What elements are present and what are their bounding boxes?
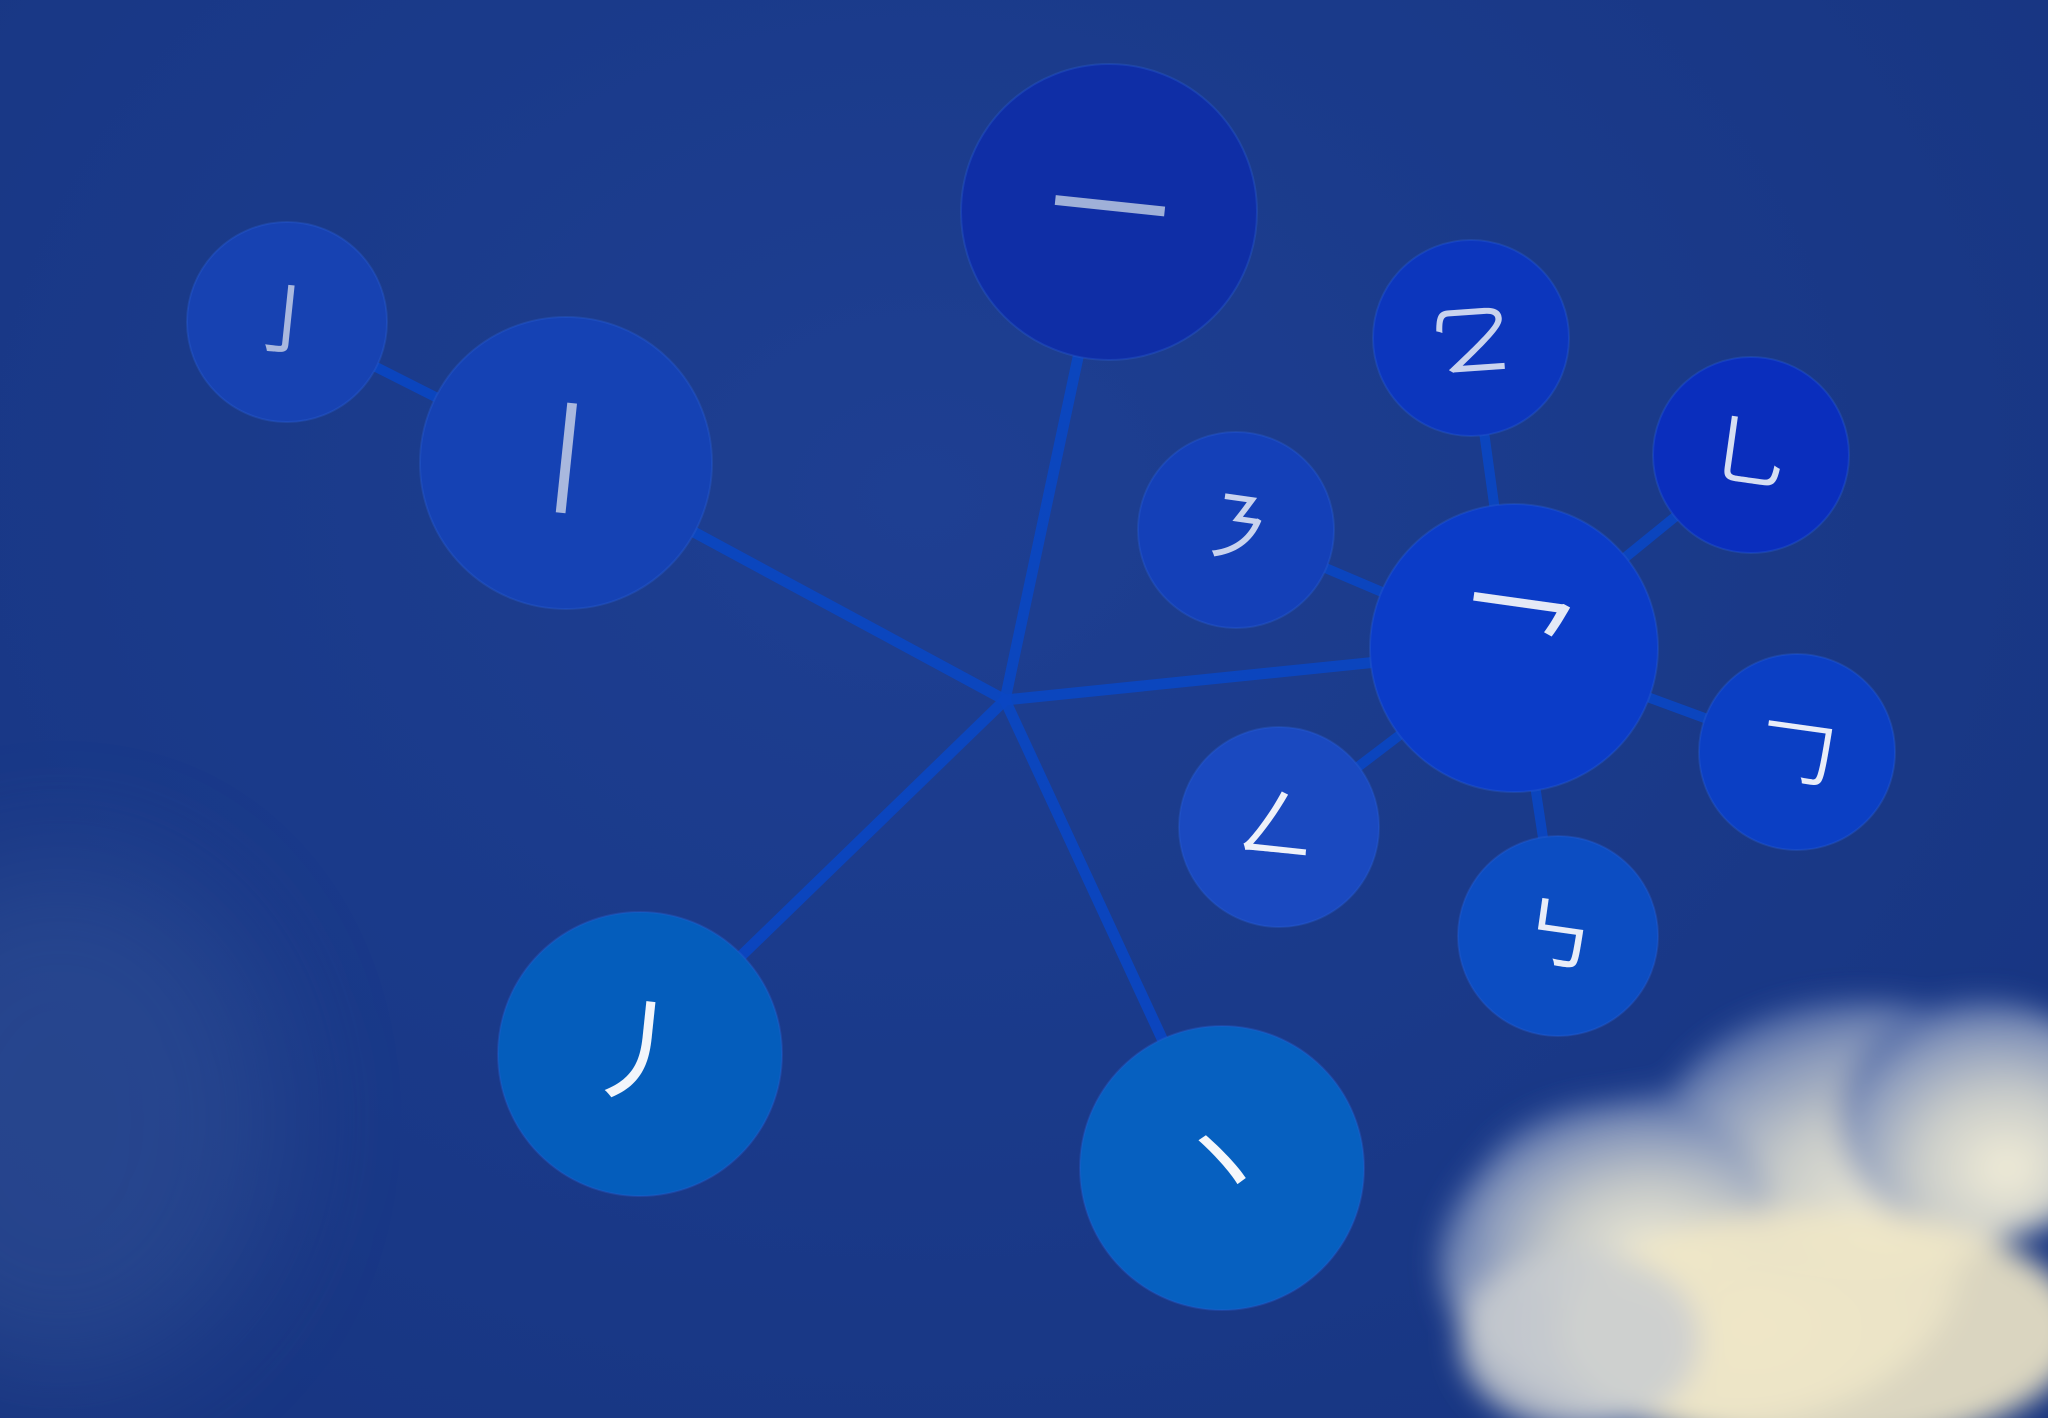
node-circle-heng-zhe-gou xyxy=(1698,653,1896,851)
node-circle-heng-zhe-zhe-pie xyxy=(1137,431,1335,629)
node-circle-zhe-wan-gou xyxy=(1372,239,1570,437)
node-circle-shu-gou xyxy=(186,221,388,423)
node-glyph-heng-zhe-zhe-pie: ㇋ xyxy=(1191,480,1281,580)
node-heng-zhe-gou: 𠃌 xyxy=(1698,653,1896,851)
node-glyph-zhe-wan-gou: 乙 xyxy=(1429,290,1513,385)
node-circle-shu-wan-gou xyxy=(1652,356,1850,554)
node-pie: 丿 xyxy=(497,911,783,1197)
node-circle-shu xyxy=(419,316,713,610)
node-heng-zhe-zhe-pie: ㇋ xyxy=(1137,431,1335,629)
node-glyph-heng-zhe-gou: 𠃌 xyxy=(1752,702,1842,802)
node-pie-zhe: 𠃋 xyxy=(1178,726,1380,928)
node-glyph-pie: 丿 xyxy=(578,984,703,1125)
haze-left xyxy=(0,860,280,1380)
node-glyph-shu: 丨 xyxy=(499,388,633,539)
node-dian: 丶 xyxy=(1079,1025,1365,1311)
node-circle-heng xyxy=(960,63,1258,361)
node-zhe: 乛 xyxy=(1369,503,1659,793)
node-shu-zhe-zhe-gou: ㇉ xyxy=(1457,835,1659,1037)
node-circle-pie xyxy=(497,911,783,1197)
node-zhe-wan-gou: 乙 xyxy=(1372,239,1570,437)
node-glyph-zhe: 乛 xyxy=(1447,573,1581,723)
node-shu: 丨 xyxy=(419,316,713,610)
node-glyph-heng: 一 xyxy=(1042,137,1176,288)
node-glyph-dian: 丶 xyxy=(1160,1098,1285,1239)
node-glyph-shu-wan-gou: 乚 xyxy=(1706,405,1796,505)
node-heng: 一 xyxy=(960,63,1258,361)
nodes-layer: 一丨 亅丿丶 乛 乙乚㇋ 𠃌 𠃋 ㇉ xyxy=(186,63,1896,1311)
node-glyph-shu-zhe-zhe-gou: ㇉ xyxy=(1512,884,1604,987)
node-circle-zhe xyxy=(1369,503,1659,793)
node-circle-dian xyxy=(1079,1025,1365,1311)
node-glyph-pie-zhe: 𠃋 xyxy=(1233,775,1325,878)
node-shu-wan-gou: 乚 xyxy=(1652,356,1850,554)
node-glyph-shu-gou: 亅 xyxy=(244,273,331,371)
node-circle-shu-zhe-zhe-gou xyxy=(1457,835,1659,1037)
cloud xyxy=(1440,1000,2048,1418)
node-circle-pie-zhe xyxy=(1178,726,1380,928)
node-shu-gou: 亅 xyxy=(186,221,388,423)
